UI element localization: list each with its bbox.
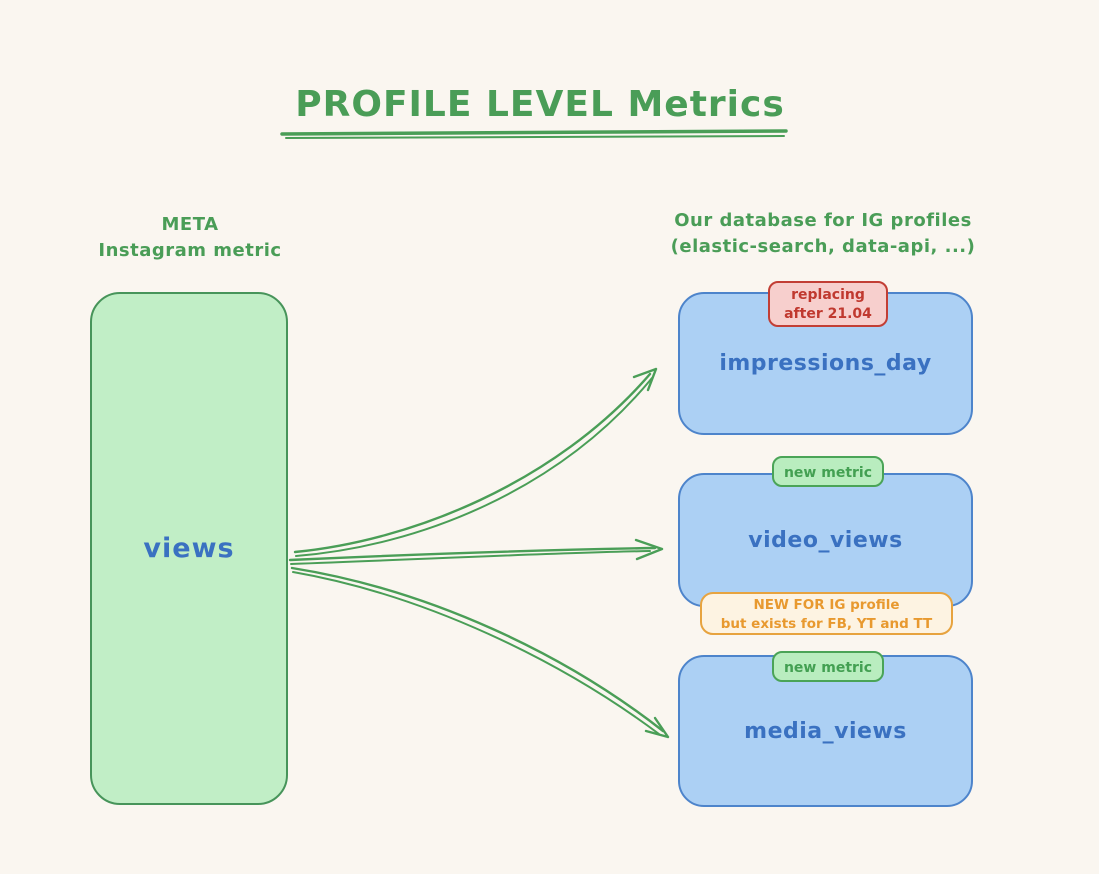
badge-replacing-line1: replacing [791,287,865,303]
arrow-views-to-video-views[interactable] [288,538,664,565]
badge-replacing-after-2104[interactable]: replacing after 21.04 [768,281,888,327]
node-video-views-label: video_views [748,527,903,553]
note-line1: NEW FOR IG profile [753,597,900,613]
note-line2: but exists for FB, YT and TT [720,616,933,632]
badge-replacing-line2: after 21.04 [784,306,872,322]
arrow-views-to-impressions-day[interactable] [293,367,658,557]
page-title: PROFILE LEVEL Metrics [295,84,785,125]
node-media-views-label: media_views [744,718,907,744]
meta-column-header-line2: Instagram metric [98,240,282,261]
arrowhead-impressions [632,367,658,392]
database-column-header-line1: Our database for IG profiles [674,210,972,231]
meta-column-header: META Instagram metric [40,212,340,264]
badge-new-metric-media[interactable]: new metric [772,651,884,682]
node-views-label: views [143,533,235,564]
title-underline [280,129,788,139]
database-column-header-line2: (elastic-search, data-api, ...) [670,236,976,257]
badge-new-metric-video[interactable]: new metric [772,456,884,487]
meta-column-header-line1: META [161,214,219,235]
arrow-views-to-media-views[interactable] [290,566,670,739]
note-new-for-ig-profile[interactable]: NEW FOR IG profile but exists for FB, YT… [700,592,953,635]
badge-new-metric-video-label: new metric [783,465,873,481]
arrowhead-video [634,538,664,561]
database-column-header: Our database for IG profiles (elastic-se… [662,208,984,260]
node-impressions-day-label: impressions_day [719,351,932,376]
badge-new-metric-media-label: new metric [783,660,873,676]
node-views[interactable]: views [90,292,288,805]
arrowhead-media [644,716,670,739]
node-video-views[interactable]: video_views [678,473,973,607]
